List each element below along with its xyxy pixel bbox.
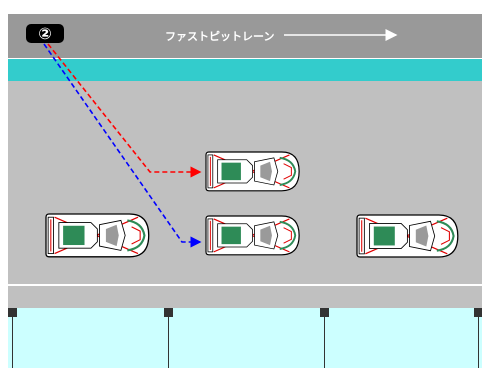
garage-divider <box>168 308 169 368</box>
lane-label: ファストピットレーン <box>165 30 275 43</box>
fast-pit-lane <box>8 14 482 58</box>
garage-apron <box>8 286 482 308</box>
garage-area <box>8 308 482 368</box>
car-upper-target <box>205 151 301 192</box>
car-lower-target <box>205 215 301 256</box>
garage-divider <box>12 308 13 368</box>
pit-boundary-line <box>8 284 482 286</box>
route-red-line <box>47 43 202 178</box>
garage-divider <box>478 308 479 368</box>
car-right <box>355 213 459 259</box>
car-left <box>44 212 150 258</box>
step-number: ② <box>38 24 52 43</box>
garage-divider <box>324 308 325 368</box>
route-blue-line <box>43 43 202 248</box>
step-badge: ② <box>26 24 64 43</box>
pit-wall <box>8 59 482 81</box>
